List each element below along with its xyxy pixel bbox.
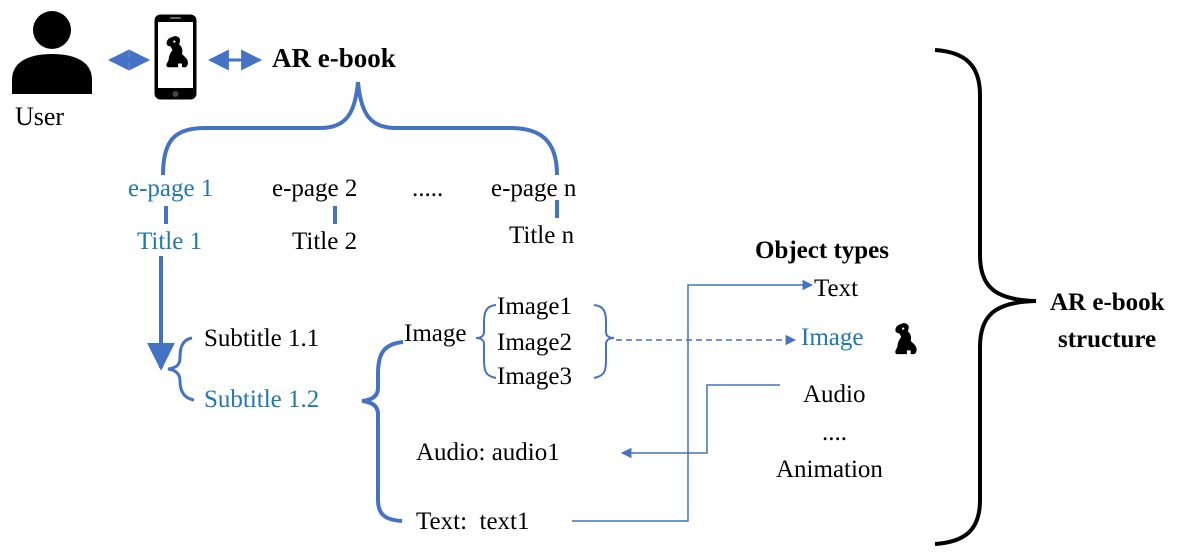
object-type-audio: Audio bbox=[803, 381, 866, 408]
ebook-label: AR e-book bbox=[272, 43, 396, 73]
object-type-text: Text bbox=[814, 275, 859, 302]
user-silhouette-icon bbox=[12, 11, 92, 94]
pages-brace bbox=[161, 81, 559, 176]
page-1-label: e-page 1 bbox=[128, 175, 214, 202]
object-types-heading: Object types bbox=[755, 237, 889, 264]
pages-ellipsis: ..... bbox=[412, 175, 444, 202]
text-item-label: Text: text1 bbox=[416, 508, 530, 535]
image-2-label: Image2 bbox=[497, 329, 572, 356]
page-n-label: e-page n bbox=[491, 175, 577, 202]
image-3-label: Image3 bbox=[497, 363, 572, 390]
smartphone-icon bbox=[154, 14, 197, 100]
subtitle-1-1-label: Subtitle 1.1 bbox=[204, 325, 320, 352]
user-label: User bbox=[15, 102, 65, 131]
page-2-label: e-page 2 bbox=[272, 175, 358, 202]
object-type-animation: Animation bbox=[776, 456, 883, 483]
title-2-label: Title 2 bbox=[292, 228, 358, 255]
audio-item-label: Audio: audio1 bbox=[416, 439, 560, 466]
dog-icon bbox=[895, 323, 917, 355]
audio-type-link bbox=[620, 384, 780, 459]
title-n-label: Title n bbox=[509, 222, 575, 249]
text-type-link bbox=[572, 279, 814, 522]
structure-label-line-1: AR e-book bbox=[1050, 289, 1165, 316]
image-1-label: Image1 bbox=[497, 293, 572, 320]
title-1-label: Title 1 bbox=[137, 228, 203, 255]
object-type-image: Image bbox=[801, 324, 864, 351]
structure-brace bbox=[934, 48, 1037, 546]
image-list-brace-left bbox=[475, 304, 497, 379]
subtitle-1-2-label: Subtitle 1.2 bbox=[204, 386, 320, 413]
content-brace bbox=[361, 340, 404, 523]
dog-icon bbox=[166, 36, 188, 68]
image-list-brace-right bbox=[593, 304, 615, 379]
object-type-ellipsis: .... bbox=[822, 419, 847, 446]
structure-label-line-2: structure bbox=[1058, 326, 1157, 353]
subtitle-brace bbox=[167, 336, 195, 402]
image-group-label: Image bbox=[404, 320, 467, 347]
